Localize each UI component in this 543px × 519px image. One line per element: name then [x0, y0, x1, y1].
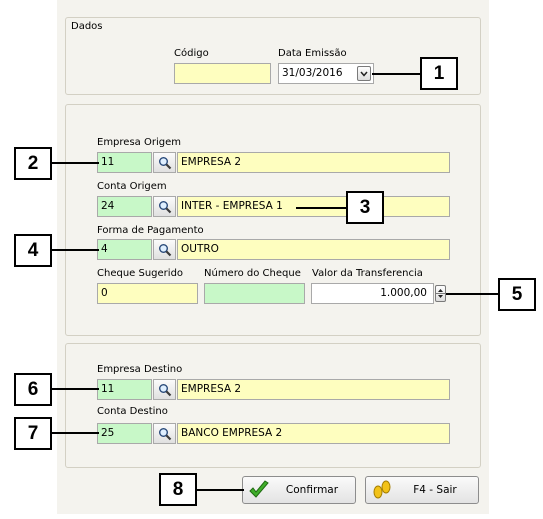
- callout-2-line: [52, 162, 99, 164]
- forma-pagamento-code-input[interactable]: 4: [97, 239, 152, 260]
- sair-button[interactable]: F4 - Sair: [365, 476, 479, 504]
- callout-8: 8: [159, 473, 197, 506]
- empresa-destino-code-input[interactable]: 11: [97, 379, 152, 400]
- conta-origem-code-input[interactable]: 24: [97, 196, 152, 217]
- callout-4-line: [52, 249, 99, 251]
- empresa-origem-label: Empresa Origem: [97, 137, 181, 148]
- callout-5: 5: [498, 278, 536, 311]
- spin-up-down-icon: [436, 289, 445, 298]
- destino-group: [65, 343, 481, 468]
- conta-destino-name-field: BANCO EMPRESA 2: [177, 423, 450, 444]
- forma-pagamento-label: Forma de Pagamento: [97, 225, 204, 236]
- magnifier-icon: [158, 200, 171, 213]
- empresa-destino-label: Empresa Destino: [97, 364, 183, 375]
- magnifier-icon: [158, 156, 171, 169]
- conta-destino-label: Conta Destino: [97, 406, 168, 417]
- chevron-down-icon: [360, 71, 368, 77]
- data-emissao-value: 31/03/2016: [282, 67, 343, 79]
- callout-1-line: [372, 73, 420, 75]
- callout-3: 3: [346, 191, 384, 224]
- confirmar-label: Confirmar: [285, 484, 339, 496]
- cheque-sugerido-field[interactable]: 0: [97, 283, 198, 304]
- conta-origem-search-button[interactable]: [153, 196, 176, 217]
- confirmar-button[interactable]: Confirmar: [242, 476, 356, 504]
- valor-transferencia-label: Valor da Transferencia: [312, 268, 423, 279]
- magnifier-icon: [158, 383, 171, 396]
- data-emissao-label: Data Emissão: [278, 48, 347, 59]
- callout-7: 7: [14, 417, 52, 450]
- callout-6-line: [52, 388, 99, 390]
- callout-6: 6: [14, 373, 52, 406]
- empresa-destino-name-field: EMPRESA 2: [177, 379, 450, 400]
- numero-cheque-label: Número do Cheque: [204, 268, 301, 279]
- magnifier-icon: [158, 427, 171, 440]
- conta-origem-label: Conta Origem: [97, 181, 167, 192]
- callout-7-line: [52, 432, 99, 434]
- conta-destino-code-input[interactable]: 25: [97, 423, 152, 444]
- empresa-destino-search-button[interactable]: [153, 379, 176, 400]
- exit-footprints-icon: [373, 480, 391, 499]
- callout-5-line: [446, 293, 498, 295]
- callout-2: 2: [14, 147, 52, 180]
- codigo-label: Código: [174, 48, 209, 59]
- dados-group: Dados: [65, 17, 481, 95]
- callout-8-line: [197, 489, 244, 491]
- conta-destino-search-button[interactable]: [153, 423, 176, 444]
- numero-cheque-input[interactable]: [204, 283, 305, 304]
- date-picker-button[interactable]: [357, 66, 371, 81]
- empresa-origem-search-button[interactable]: [153, 152, 176, 173]
- valor-spin-buttons[interactable]: [435, 285, 446, 302]
- sair-label: F4 - Sair: [413, 484, 457, 496]
- forma-pagamento-search-button[interactable]: [153, 239, 176, 260]
- cheque-sugerido-label: Cheque Sugerido: [97, 268, 184, 279]
- dados-group-title: Dados: [71, 21, 103, 32]
- codigo-input[interactable]: [174, 63, 271, 84]
- callout-4: 4: [14, 234, 52, 267]
- empresa-origem-code-input[interactable]: 11: [97, 152, 152, 173]
- valor-transferencia-input[interactable]: 1.000,00: [311, 283, 434, 304]
- callout-3-line: [296, 207, 346, 209]
- forma-pagamento-name-field: OUTRO: [177, 239, 450, 260]
- callout-1: 1: [420, 57, 458, 90]
- empresa-origem-name-field: EMPRESA 2: [177, 152, 450, 173]
- magnifier-icon: [158, 243, 171, 256]
- checkmark-icon: [249, 480, 269, 498]
